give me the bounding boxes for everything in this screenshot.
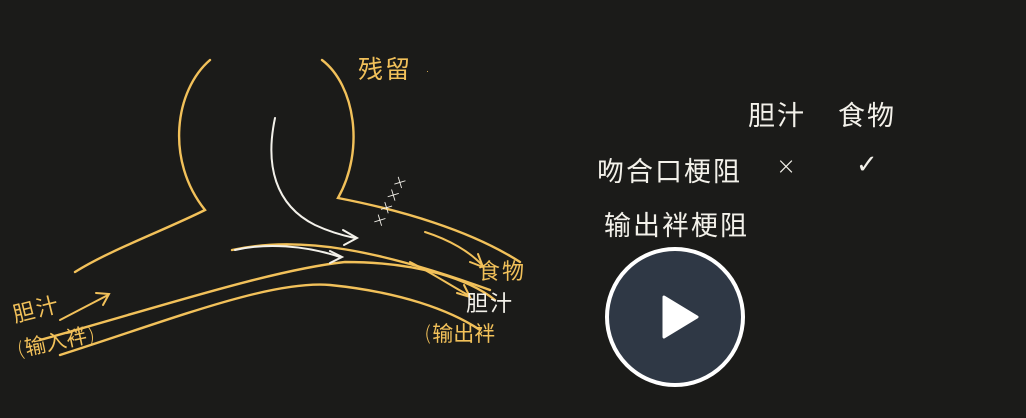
arrow-food [424,231,483,266]
limb-outer-bottom [58,283,482,357]
row-output-limb-obstruction: 输出袢梗阻 [604,211,749,242]
play-button[interactable] [605,247,745,387]
arrow-lower-head [329,250,345,264]
cell-bile-no: × [776,152,799,180]
limb-lower [38,260,497,342]
dot-mark: . [425,57,433,76]
arrow-food-head [469,253,485,269]
label-bile-right: 胆汁 [466,292,515,317]
label-residual: 残留 [358,55,413,84]
arrow-input-head [95,292,111,306]
row-anastomotic-obstruction: 吻合口梗阻 [597,157,742,188]
arrow-input [59,294,109,321]
arrow-lower [234,244,341,258]
label-output-limb: (输出袢 [424,322,496,346]
stomach-inner-curve [270,117,356,239]
col-head-food: 食物 [838,101,896,132]
col-head-bile: 胆汁 [748,101,806,132]
label-food-right: 食物 [478,260,527,285]
arrow-bile [409,261,469,296]
stomach-outline-left [73,58,212,274]
stomach-outline-right [320,58,522,264]
arrow-bile-head [456,284,472,299]
arrow-inner-head [342,229,360,246]
cell-food-yes: ✓ [856,150,880,180]
play-icon [662,295,699,339]
limb-inner-top [230,243,492,292]
row-dot: . [733,153,741,174]
